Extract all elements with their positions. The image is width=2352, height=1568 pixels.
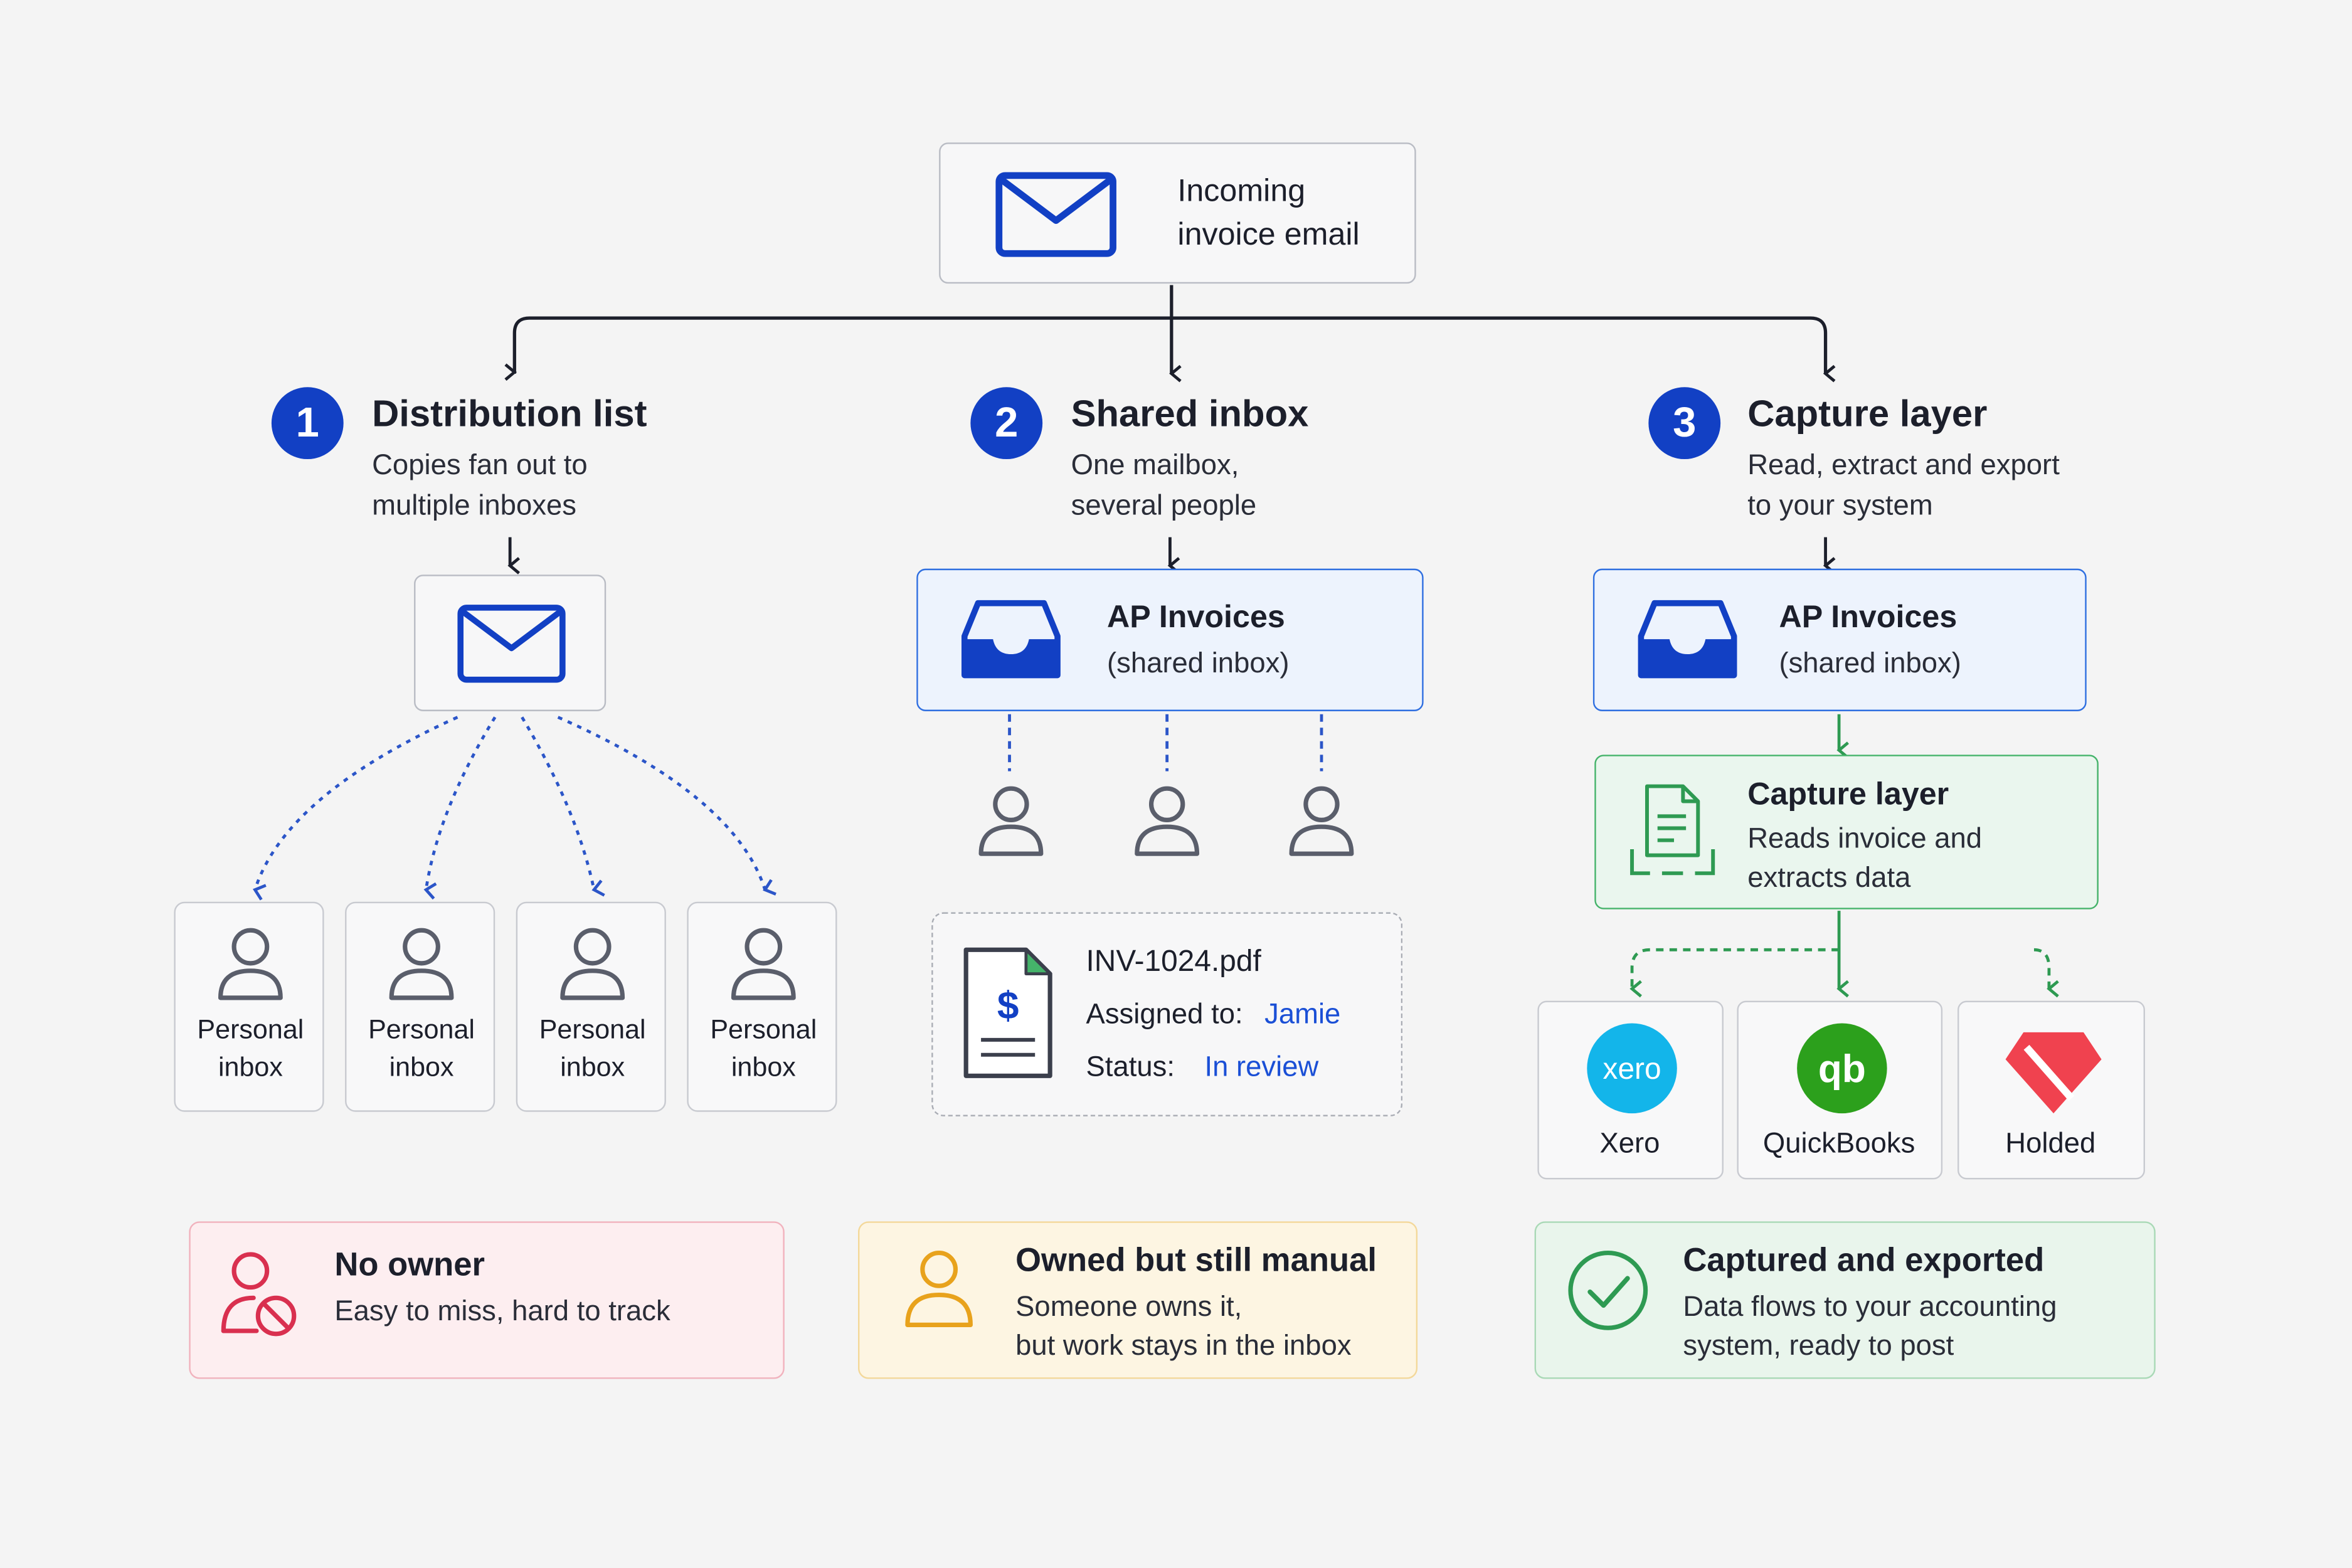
outcome-no-owner: No owner Easy to miss, hard to track: [189, 1221, 785, 1379]
shared-inbox-subtitle: (shared inbox): [1107, 648, 1290, 680]
personal-inbox-label: Personal inbox: [710, 1014, 817, 1082]
envelope-icon: [995, 172, 1116, 257]
personal-inbox-label: Personal inbox: [539, 1014, 646, 1082]
split-connector: [504, 285, 1836, 383]
outcome-title: Owned but still manual: [1015, 1241, 1377, 1279]
invoice-assigned-value: Jamie: [1264, 999, 1341, 1031]
personal-inbox-label: Personal inbox: [197, 1014, 304, 1082]
quickbooks-logo-icon: qb: [1797, 1023, 1887, 1114]
user-blocked-icon: [221, 1252, 297, 1337]
document-scan-icon: [1630, 784, 1715, 876]
user-icon: [1135, 786, 1200, 856]
incoming-email-title: Incoming invoice email: [1177, 174, 1360, 252]
capture-arrows: [1629, 714, 2059, 998]
invoice-status-label: Status:: [1086, 1052, 1175, 1084]
personal-inbox-label: Personal inbox: [368, 1014, 475, 1082]
step-badge-1: 1: [271, 387, 344, 460]
distribution-list-envelope-box: [414, 575, 607, 711]
svg-text:$: $: [997, 984, 1019, 1027]
personal-inbox-card: Personal inbox: [345, 901, 495, 1112]
user-icon: [560, 928, 625, 1000]
step-badge-3: 3: [1648, 387, 1721, 460]
option-title-distribution-list: Distribution list: [372, 393, 647, 435]
integration-xero[interactable]: xero Xero: [1537, 1000, 1724, 1180]
option-title-capture-layer: Capture layer: [1747, 393, 1988, 435]
integration-name: Holded: [2005, 1128, 2096, 1160]
personal-inbox-card: Personal inbox: [516, 901, 666, 1112]
user-icon: [218, 928, 283, 1000]
fan-out-arrows: [253, 716, 776, 901]
shared-inbox-links: [1008, 714, 1323, 771]
integration-name: Xero: [1599, 1128, 1660, 1160]
user-icon: [731, 928, 796, 1000]
user-icon: [905, 1250, 973, 1327]
outcome-text: Someone owns it, but work stays in the i…: [1015, 1291, 1352, 1363]
personal-inbox-card: Personal inbox: [687, 901, 837, 1112]
user-icon: [389, 928, 454, 1000]
outcome-title: Captured and exported: [1683, 1241, 2045, 1279]
inbox-tray-icon: [1638, 600, 1737, 679]
envelope-icon: [457, 605, 566, 683]
option-subtitle-capture-layer: Read, extract and export to your system: [1747, 450, 2060, 522]
incoming-email-box: Incoming invoice email: [939, 142, 1416, 284]
xero-logo-icon: xero: [1587, 1023, 1677, 1114]
capture-layer-text: Reads invoice and extracts data: [1747, 824, 1983, 894]
outcome-owned-manual: Owned but still manual Someone owns it, …: [857, 1221, 1418, 1379]
invoice-file-name: INV-1024.pdf: [1086, 945, 1261, 978]
integration-name: QuickBooks: [1762, 1128, 1915, 1160]
inbox-tray-icon: [961, 600, 1061, 679]
svg-text:xero: xero: [1603, 1052, 1661, 1086]
shared-inbox-title: AP Invoices: [1107, 600, 1285, 635]
capture-layer-box: Capture layer Reads invoice and extracts…: [1594, 755, 2099, 909]
capture-layer-title: Capture layer: [1747, 777, 1949, 812]
outcome-title: No owner: [334, 1245, 485, 1283]
outcome-text: Easy to miss, hard to track: [334, 1296, 670, 1328]
shared-inbox-box: AP Invoices (shared inbox): [1592, 568, 2087, 711]
invoice-assigned-label: Assigned to:: [1086, 999, 1243, 1031]
personal-inbox-card: Personal inbox: [174, 901, 324, 1112]
option-subtitle-distribution-list: Copies fan out to multiple inboxes: [372, 450, 588, 522]
shared-inbox-subtitle: (shared inbox): [1779, 648, 1961, 680]
invoice-status-value: In review: [1204, 1052, 1319, 1084]
shared-inbox-title: AP Invoices: [1779, 600, 1957, 635]
integration-quickbooks[interactable]: qb QuickBooks: [1737, 1000, 1943, 1180]
shared-inbox-box: AP Invoices (shared inbox): [916, 568, 1424, 711]
user-icon: [978, 786, 1044, 856]
outcome-text: Data flows to your accounting system, re…: [1683, 1291, 2057, 1363]
step-badge-2: 2: [970, 387, 1043, 460]
holded-logo-icon: [2005, 1032, 2102, 1114]
invoice-card: $ INV-1024.pdf Assigned to: Jamie Status…: [931, 912, 1403, 1116]
invoice-document-icon: $: [963, 947, 1052, 1078]
check-circle-icon: [1568, 1250, 1648, 1330]
integration-holded[interactable]: Holded: [1957, 1000, 2145, 1180]
outcome-captured-exported: Captured and exported Data flows to your…: [1534, 1221, 2156, 1379]
option-subtitle-shared-inbox: One mailbox, several people: [1071, 450, 1257, 522]
option-title-shared-inbox: Shared inbox: [1071, 393, 1309, 435]
user-icon: [1289, 786, 1354, 856]
svg-text:qb: qb: [1818, 1047, 1866, 1091]
